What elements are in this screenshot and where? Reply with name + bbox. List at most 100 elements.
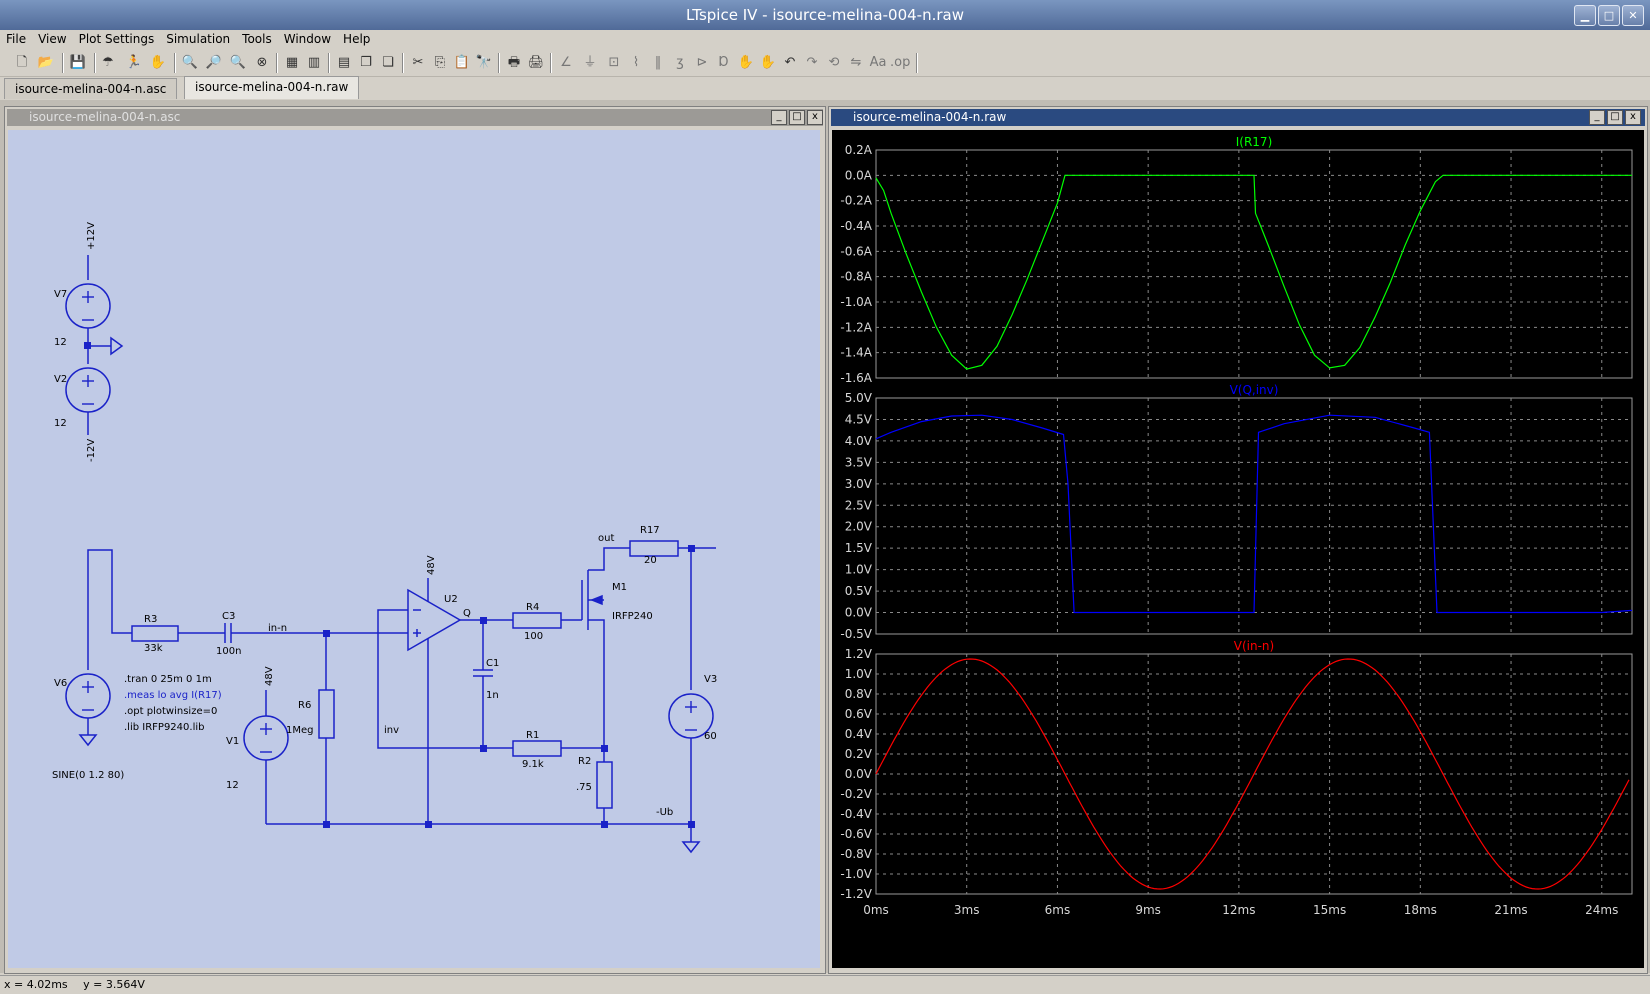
y-tick-label: 0.4V (845, 727, 873, 741)
text-icon[interactable]: Aa (869, 55, 887, 70)
run-icon[interactable]: 🏃 (125, 55, 143, 70)
draw-wire-icon[interactable]: ∠ (560, 55, 572, 70)
control-panel-icon[interactable]: ☂ (102, 55, 114, 70)
r1-value: 9.1k (522, 759, 544, 770)
x-tick-label: 24ms (1585, 903, 1618, 917)
m1-model: IRFP240 (612, 611, 653, 622)
schematic-close-button[interactable]: x (807, 110, 823, 125)
schematic-canvas[interactable]: V7 12 +12V V2 12 -12V V6 SINE(0 1.2 80) … (8, 130, 820, 968)
y-tick-label: -1.4A (840, 346, 872, 360)
zoom-in-icon[interactable]: 🔎 (205, 55, 223, 70)
schematic-window-title: isource-melina-004-n.asc (7, 109, 823, 126)
y-tick-label: 0.2V (845, 747, 873, 761)
menu-file[interactable]: File (6, 32, 27, 46)
menu-view[interactable]: View (38, 32, 67, 46)
pane-frame-0 (875, 149, 1633, 379)
trace-line (875, 174, 1632, 370)
copy-icon[interactable]: ⎘ (434, 55, 446, 70)
menu-plot-settings[interactable]: Plot Settings (78, 32, 155, 46)
new-schematic-icon[interactable]: 🗋 (16, 55, 28, 70)
component-icon[interactable]: Ɒ (718, 55, 730, 70)
redo-icon[interactable]: ↷ (806, 55, 818, 70)
directive-meas[interactable]: .meas lo avg I(R17) (124, 690, 222, 701)
y-tick-label: 1.0V (845, 563, 873, 577)
v1-net: 48V (264, 666, 275, 686)
diode-icon[interactable]: ⊳ (696, 55, 708, 70)
r6-value: 1Meg (286, 725, 314, 736)
cut-icon[interactable]: ✂ (412, 55, 424, 70)
trace-title[interactable]: V(in-n) (1234, 639, 1274, 653)
y-tick-label: 0.6V (845, 707, 873, 721)
menu-simulation[interactable]: Simulation (166, 32, 231, 46)
undo-icon[interactable]: ↶ (784, 55, 796, 70)
y-tick-label: -1.2A (840, 320, 872, 334)
trace-title[interactable]: I(R17) (1236, 135, 1273, 149)
schematic-minimize-button[interactable]: _ (771, 110, 787, 125)
in-n-net: in-n (268, 623, 287, 634)
x-tick-label: 3ms (954, 903, 980, 917)
y-tick-label: -0.8V (840, 847, 872, 861)
toolbar: 🗋 📂 💾 ☂ 🏃 ✋ 🔍 🔎 🔍 ⊗ ▦ ▥ ▤ ❐ ❏ ✂ ⎘ 📋 🔭 🖶 … (0, 50, 1650, 77)
mirror-icon[interactable]: ⇋ (850, 55, 862, 70)
menu-help[interactable]: Help (343, 32, 371, 46)
y-tick-label: -1.2V (840, 887, 872, 901)
y-tick-label: -0.6A (840, 244, 872, 258)
add-trace-icon[interactable]: ▥ (307, 55, 321, 70)
print-preview-icon[interactable]: 🖶 (507, 55, 521, 70)
tab-schematic[interactable]: isource-melina-004-n.asc (4, 78, 178, 99)
directive-opt[interactable]: .opt plotwinsize=0 (124, 706, 217, 717)
waveform-maximize-button[interactable]: □ (1607, 110, 1623, 125)
print-icon[interactable]: 🖨 (527, 55, 545, 70)
y-tick-label: -0.2A (840, 194, 872, 208)
pan-hand-icon[interactable]: ✋ (149, 55, 167, 70)
v7-name: V7 (54, 289, 67, 300)
tab-waveform[interactable]: isource-melina-004-n.raw (184, 76, 360, 99)
y-tick-label: -0.6V (840, 827, 872, 841)
title-bar: LTspice IV - isource-melina-004-n.raw ▁ … (0, 0, 1650, 30)
v2-name: V2 (54, 374, 67, 385)
rotate-icon[interactable]: ⟲ (828, 55, 840, 70)
paste-icon[interactable]: 📋 (453, 55, 471, 70)
ground-icon[interactable]: ⏚ (583, 55, 597, 70)
v2-value: 12 (54, 418, 67, 429)
waveform-close-button[interactable]: x (1625, 110, 1641, 125)
menu-window[interactable]: Window (283, 32, 332, 46)
zoom-area-icon[interactable]: 🔍 (181, 55, 199, 70)
waveform-minimize-button[interactable]: _ (1589, 110, 1605, 125)
minimize-button[interactable]: ▁ (1574, 5, 1596, 26)
y-readout: y = 3.564V (83, 978, 145, 991)
close-button[interactable]: ✕ (1622, 5, 1644, 26)
schematic-maximize-button[interactable]: □ (789, 110, 805, 125)
zoom-out-icon[interactable]: 🔍 (229, 55, 247, 70)
drag-icon[interactable]: ✋ (759, 55, 777, 70)
x-tick-label: 6ms (1045, 903, 1071, 917)
resistor-icon[interactable]: ⌇ (632, 55, 640, 70)
cascade-icon[interactable]: ❐ (360, 55, 372, 70)
inductor-icon[interactable]: ʒ (676, 55, 684, 70)
tile-vertical-icon[interactable]: ❏ (382, 55, 394, 70)
label-net-icon[interactable]: ⊡ (608, 55, 620, 70)
y-tick-label: 1.0V (845, 667, 873, 681)
spice-directive-icon[interactable]: .op (890, 55, 911, 70)
v7-value: 12 (54, 337, 67, 348)
trace-line (875, 414, 1633, 614)
autorange-icon[interactable]: ▦ (285, 55, 299, 70)
move-icon[interactable]: ✋ (737, 55, 755, 70)
r4-name: R4 (526, 602, 539, 613)
zoom-fit-icon[interactable]: ⊗ (256, 55, 268, 70)
capacitor-icon[interactable]: ‖ (654, 55, 662, 70)
inv-net: inv (384, 725, 399, 736)
maximize-button[interactable]: □ (1598, 5, 1620, 26)
trace-title[interactable]: V(Q,inv) (1230, 383, 1279, 397)
save-icon[interactable]: 💾 (69, 55, 87, 70)
find-icon[interactable]: 🔭 (475, 55, 493, 70)
tile-horizontal-icon[interactable]: ▤ (337, 55, 351, 70)
menu-tools[interactable]: Tools (242, 32, 272, 46)
c1-value: 1n (486, 690, 499, 701)
c3-name: C3 (222, 611, 235, 622)
directive-tran[interactable]: .tran 0 25m 0 1m (124, 674, 212, 685)
y-tick-label: -1.6A (840, 371, 872, 385)
open-icon[interactable]: 📂 (37, 55, 55, 70)
directive-lib[interactable]: .lib IRFP9240.lib (124, 722, 204, 733)
